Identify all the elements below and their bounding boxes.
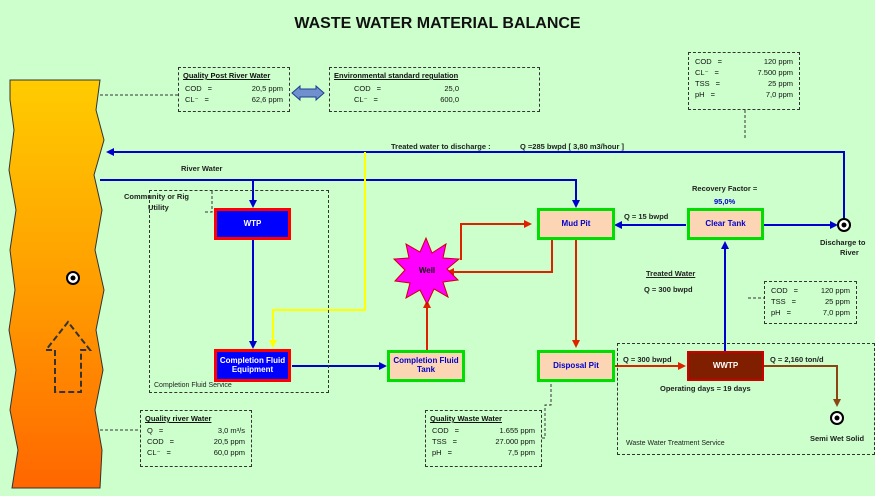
operating-days-label: Operating days = 19 days bbox=[660, 384, 751, 393]
env-cod-value: 25,0 bbox=[444, 84, 459, 93]
treated-discharge-label: Treated water to discharge : bbox=[391, 142, 491, 151]
qpr-cod-value: 20,5 ppm bbox=[251, 84, 283, 93]
wwtp-node[interactable]: WWTP bbox=[687, 351, 764, 381]
quality-post-river-table: Quality Post River Water COD = 20,5 ppm … bbox=[178, 67, 290, 112]
discharge-to-label: Discharge to bbox=[820, 238, 866, 247]
comparison-double-arrow bbox=[291, 84, 325, 102]
completion-service-label: Completion Fluid Service bbox=[154, 382, 232, 389]
discharge-quality-table: COD = 120 ppm CL⁻ = 7.500 ppm TSS = 25 p… bbox=[688, 52, 800, 110]
disposal-pit-label: Disposal Pit bbox=[553, 360, 599, 370]
semi-wet-solid-label: Semi Wet Solid bbox=[810, 434, 865, 443]
page-title: WASTE WATER MATERIAL BALANCE bbox=[294, 15, 581, 32]
utility-label: Utility bbox=[148, 203, 169, 212]
qpr-cl-key: CL⁻ bbox=[185, 95, 199, 104]
environmental-standard-table: Environmental standard regulation COD = … bbox=[329, 67, 540, 112]
qpr-cl-value: 62,6 ppm bbox=[251, 95, 283, 104]
river-water-label: River Water bbox=[181, 164, 223, 173]
wtp-node[interactable]: WTP bbox=[214, 208, 291, 240]
q2160-label: Q = 2,160 ton/d bbox=[770, 355, 824, 364]
completion-service-frame bbox=[149, 190, 329, 393]
q300-disposal-label: Q = 300 bwpd bbox=[623, 355, 672, 364]
completion-equipment-node[interactable]: Completion Fluid Equipment bbox=[214, 349, 291, 382]
treated-flow-label: Q =285 bwpd [ 3,80 m3/hour ] bbox=[520, 142, 624, 151]
river-flow-arrow bbox=[43, 320, 93, 393]
env-cl-value: 600,0 bbox=[440, 95, 459, 104]
well-node[interactable]: Well bbox=[410, 263, 444, 279]
treated-water-label: Treated Water bbox=[646, 269, 696, 278]
disposal-pit-node[interactable]: Disposal Pit bbox=[537, 350, 615, 382]
river-label: River bbox=[840, 248, 859, 257]
environmental-standard-header: Environmental standard regulation bbox=[334, 71, 459, 80]
env-cod-key: COD bbox=[354, 84, 371, 93]
river-shape bbox=[8, 79, 105, 489]
quality-waste-water-table: Quality Waste Water COD = 1.655 ppm TSS … bbox=[425, 410, 542, 467]
treated-water-quality-table: COD = 120 ppm TSS = 25 ppm pH = 7,0 ppm bbox=[764, 281, 857, 324]
clear-tank-label: Clear Tank bbox=[705, 218, 746, 228]
qpr-cod-key: COD bbox=[185, 84, 202, 93]
well-star bbox=[392, 236, 461, 306]
community-label: Community or Rig bbox=[124, 192, 189, 201]
mud-pit-label: Mud Pit bbox=[561, 218, 591, 228]
mud-pit-node[interactable]: Mud Pit bbox=[537, 208, 615, 240]
q15-label: Q = 15 bwpd bbox=[624, 212, 669, 221]
well-label: Well bbox=[418, 265, 436, 275]
clear-tank-node[interactable]: Clear Tank bbox=[687, 208, 764, 240]
q300-treated-label: Q = 300 bwpd bbox=[644, 285, 693, 294]
wwtp-label: WWTP bbox=[712, 360, 739, 370]
recovery-value: 95,0% bbox=[714, 197, 736, 206]
wtp-label: WTP bbox=[243, 218, 262, 228]
recovery-factor-label: Recovery Factor = bbox=[692, 184, 758, 193]
env-cl-key: CL⁻ bbox=[354, 95, 368, 104]
quality-post-river-header: Quality Post River Water bbox=[183, 71, 271, 80]
completion-tank-node[interactable]: Completion Fluid Tank bbox=[387, 350, 465, 382]
completion-equipment-label: Completion Fluid Equipment bbox=[219, 355, 286, 374]
wwt-service-label: Waste Water Treatment Service bbox=[626, 440, 725, 447]
quality-river-water-table: Quality river Water Q = 3,0 m³/s COD = 2… bbox=[140, 410, 252, 467]
completion-tank-label: Completion Fluid Tank bbox=[393, 356, 459, 374]
